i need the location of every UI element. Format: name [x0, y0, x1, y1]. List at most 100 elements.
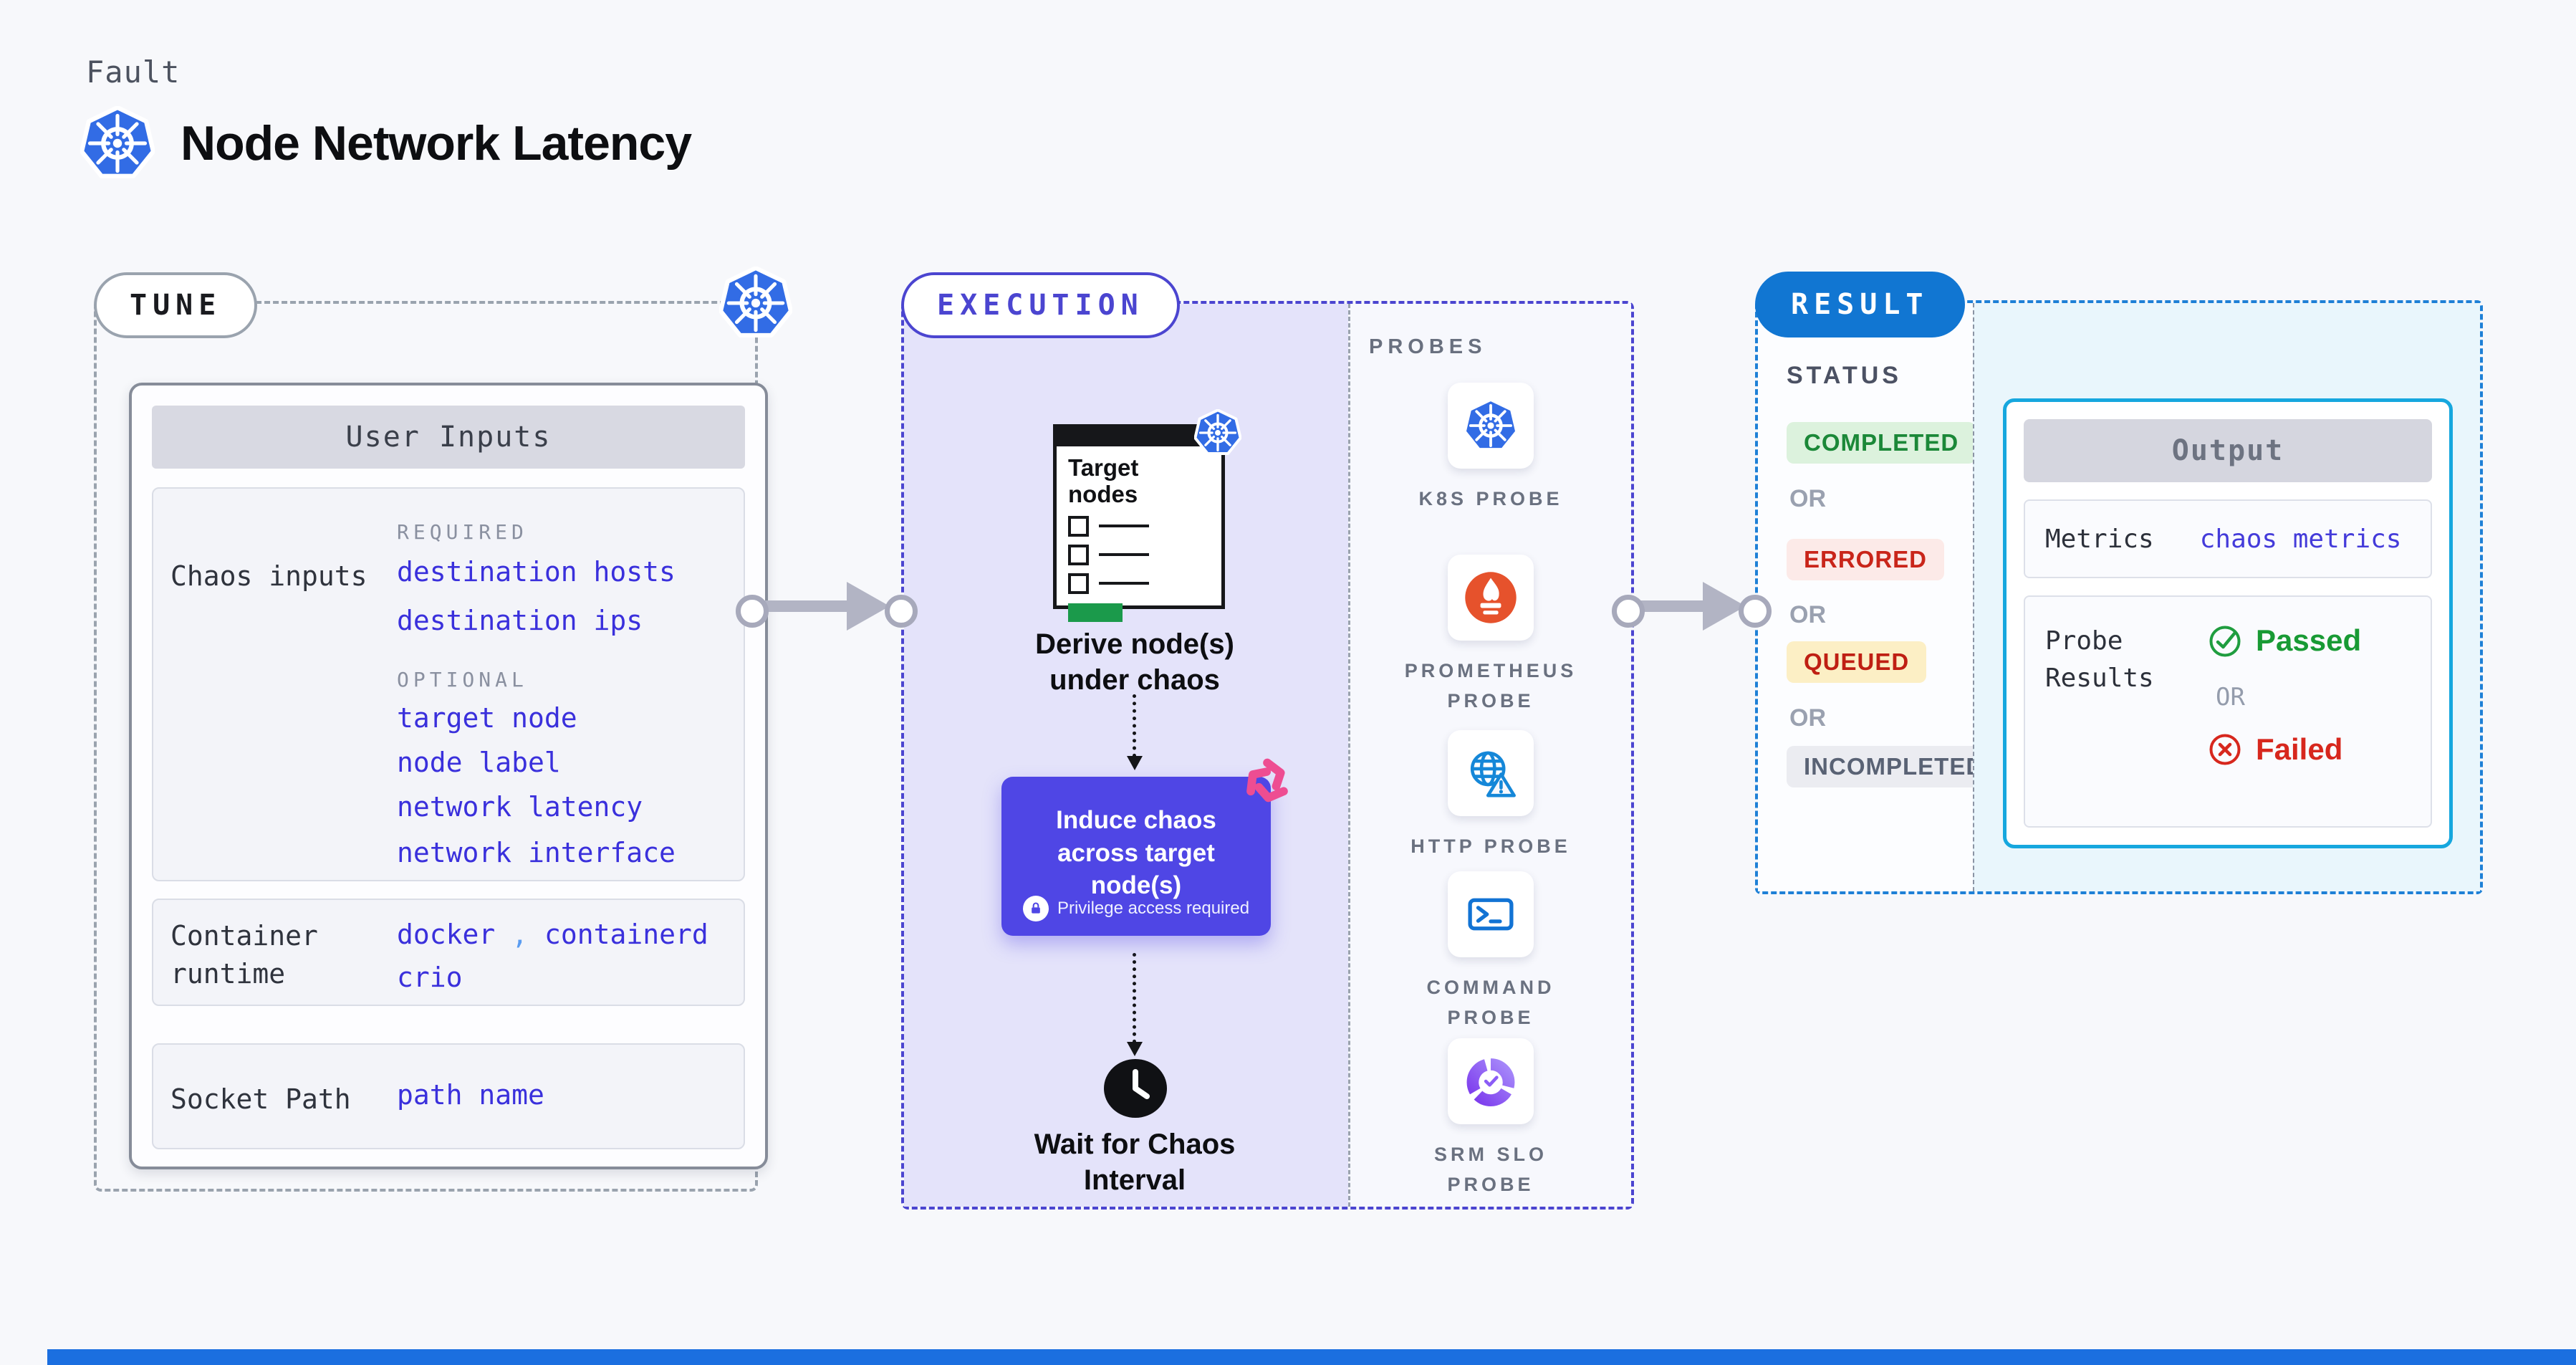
chaos-input-value: destination ips — [397, 605, 643, 636]
list-line — [1099, 553, 1149, 557]
socket-path-value: path name — [397, 1079, 544, 1111]
probe-label: COMMAND PROBE — [1426, 977, 1555, 1028]
status-badge-incompleted: INCOMPLETED — [1787, 746, 2001, 787]
node-list-item — [1068, 515, 1210, 537]
connector-dot — [1739, 595, 1772, 628]
http-globe-icon — [1470, 751, 1516, 798]
list-line — [1099, 525, 1149, 528]
status-heading: STATUS — [1787, 362, 1902, 389]
container-runtime-label: Container runtime — [170, 920, 318, 990]
status-badge-errored: ERRORED — [1787, 539, 1945, 580]
or-label: OR — [1789, 601, 1826, 628]
node-list-item — [1068, 544, 1210, 565]
chaos-input-value: node label — [397, 747, 561, 778]
socket-path-row: Socket Path path name — [152, 1043, 745, 1149]
slo-gauge-icon — [1466, 1058, 1515, 1106]
wait-caption: Wait for Chaos Interval — [1034, 1129, 1236, 1196]
srm-slo-probe-card — [1448, 1038, 1534, 1124]
page-header: Node Network Latency — [80, 106, 692, 181]
user-inputs-title: User Inputs — [152, 406, 745, 469]
status-badge-queued: QUEUED — [1787, 641, 1927, 683]
chaos-inputs-row: Chaos inputs REQUIRED destination hosts … — [152, 487, 745, 881]
x-circle-icon — [2209, 734, 2241, 765]
probe-label: SRM SLO PROBE — [1433, 1144, 1547, 1195]
connector-dot — [885, 595, 918, 628]
flow-arrow — [764, 600, 847, 612]
target-card-title: Target nodes — [1068, 454, 1139, 507]
metrics-label: Metrics — [2045, 524, 2154, 554]
probe-label: PROMETHEUS PROBE — [1404, 660, 1577, 712]
or-label: OR — [1789, 485, 1826, 512]
execution-section: PROBES K8S PROBE PROMETHEUS PROBE — [901, 272, 1634, 1210]
target-nodes-card: Target nodes — [1053, 409, 1241, 622]
runtime-value: crio — [397, 962, 463, 993]
checkbox-icon — [1068, 515, 1089, 537]
node-list-item — [1068, 573, 1210, 594]
tune-section: TUNE User Inputs Chaos inputs REQUIRED d… — [94, 301, 758, 1192]
card-titlebar — [1057, 428, 1221, 446]
check-circle-icon — [2209, 626, 2241, 657]
terminal-icon — [1468, 898, 1514, 931]
passed-line: Passed — [2207, 623, 2361, 658]
probes-heading: PROBES — [1369, 335, 1487, 358]
required-heading: REQUIRED — [397, 520, 528, 544]
down-arrow — [1127, 953, 1143, 1056]
fault-eyebrow: Fault — [86, 54, 181, 90]
status-bar — [1068, 603, 1123, 622]
connector-dot — [1612, 595, 1645, 628]
status-column: STATUS COMPLETED OR ERRORED OR QUEUED OR… — [1758, 303, 2001, 891]
or-label: OR — [2216, 683, 2245, 712]
runtime-value: containerd — [544, 919, 708, 950]
output-area: Output Metrics chaos metrics Probe Resul… — [1973, 303, 2480, 891]
result-section: STATUS COMPLETED OR ERRORED OR QUEUED OR… — [1755, 272, 2483, 894]
kubernetes-icon — [719, 267, 792, 340]
checkbox-icon — [1068, 544, 1089, 565]
metrics-value: chaos metrics — [2199, 524, 2402, 554]
kubernetes-icon — [80, 106, 155, 181]
derive-caption: Derive node(s) under chaos — [1035, 628, 1234, 696]
bottom-edge-bar — [47, 1349, 2576, 1365]
page-title: Node Network Latency — [181, 116, 692, 171]
command-probe-card — [1448, 871, 1534, 957]
metrics-row: Metrics chaos metrics — [2024, 499, 2432, 578]
chaos-input-value: network latency — [397, 791, 643, 823]
clock-icon — [1104, 1059, 1167, 1118]
probe-label: K8S PROBE — [1418, 488, 1563, 509]
privilege-badge: Privilege access required — [1001, 896, 1271, 921]
tune-pill: TUNE — [94, 272, 258, 338]
prometheus-icon — [1465, 572, 1517, 623]
socket-path-label: Socket Path — [170, 1083, 351, 1115]
or-label: OR — [1789, 704, 1826, 732]
probe-label: HTTP PROBE — [1410, 835, 1571, 857]
optional-heading: OPTIONAL — [397, 668, 528, 691]
privilege-badge-label: Privilege access required — [1057, 899, 1250, 918]
induce-chaos-card: Induce chaos across target node(s) Privi… — [1001, 758, 1288, 936]
passed-label: Passed — [2256, 623, 2362, 657]
list-line — [1099, 582, 1149, 585]
probes-panel: PROBES K8S PROBE PROMETHEUS PROBE — [1348, 304, 1631, 1207]
user-inputs-card: User Inputs Chaos inputs REQUIRED destin… — [129, 383, 768, 1169]
output-title: Output — [2024, 419, 2432, 482]
runtime-separator: , — [511, 919, 529, 950]
execution-pill: EXECUTION — [901, 272, 1180, 338]
chaos-input-value: destination hosts — [397, 556, 676, 588]
flow-arrow — [1640, 600, 1703, 612]
http-probe-card — [1448, 730, 1534, 816]
failed-line: Failed — [2207, 732, 2361, 767]
status-badge-completed: COMPLETED — [1787, 422, 1976, 464]
container-runtime-row: Container runtime docker , containerd cr… — [152, 899, 745, 1006]
chaos-input-value: network interface — [397, 837, 676, 868]
chaos-inputs-label: Chaos inputs — [170, 560, 367, 592]
runtime-value: docker — [397, 919, 496, 950]
runtime-values: docker , containerd — [397, 919, 708, 950]
litmus-chaos-icon — [1246, 758, 1288, 803]
chaos-input-value: target node — [397, 702, 577, 734]
kubernetes-icon — [1194, 409, 1241, 456]
k8s-probe-card — [1448, 383, 1534, 469]
lock-icon — [1022, 896, 1049, 921]
probe-results-label: Probe Results — [2045, 626, 2154, 694]
checkbox-icon — [1068, 573, 1089, 594]
probe-results-row: Probe Results Passed OR — [2024, 595, 2432, 828]
kubernetes-icon — [1464, 398, 1518, 453]
